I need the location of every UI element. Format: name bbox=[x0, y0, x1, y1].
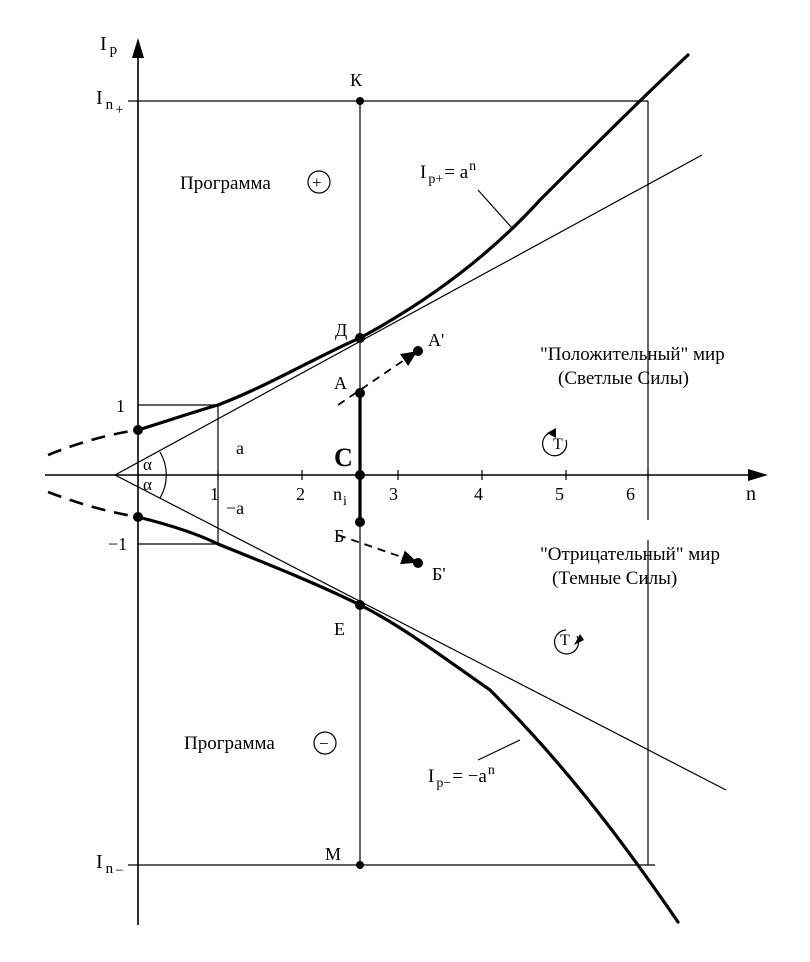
point-a bbox=[355, 388, 365, 398]
point-k bbox=[356, 97, 364, 105]
y-tick-minus-one: −1 bbox=[108, 534, 127, 554]
point-c bbox=[355, 470, 365, 480]
label-a: a bbox=[236, 438, 244, 458]
world-positive-line2: (Светлые Силы) bbox=[558, 368, 689, 389]
label-k: К bbox=[350, 70, 363, 90]
arrow-a-aprime bbox=[337, 350, 418, 406]
curve-plus bbox=[136, 53, 690, 432]
curve-plus-dashed bbox=[47, 428, 139, 457]
curve-minus bbox=[136, 515, 680, 924]
time-positive-label: T bbox=[553, 436, 563, 453]
world-negative-line1: "Отрицательный" мир bbox=[540, 544, 720, 565]
program-minus-label: Программа bbox=[184, 733, 275, 754]
program-plus-circle bbox=[307, 170, 331, 194]
program-minus-symbol: − bbox=[319, 734, 329, 753]
point-bprime bbox=[413, 558, 423, 568]
points bbox=[133, 97, 423, 869]
alpha-upper: α bbox=[143, 455, 152, 474]
label-m: М bbox=[325, 844, 341, 864]
time-negative-label: T bbox=[560, 632, 570, 649]
curve-minus-dashed bbox=[47, 490, 139, 519]
x-tick-3: 3 bbox=[389, 484, 398, 504]
angle-arc bbox=[159, 451, 167, 499]
label-ni: ni bbox=[333, 484, 347, 509]
tangent-line-upper bbox=[114, 154, 703, 476]
point-ym1 bbox=[133, 512, 143, 522]
x-tick-6: 6 bbox=[626, 484, 635, 504]
time-symbol-negative bbox=[554, 629, 584, 655]
unit-box bbox=[138, 404, 219, 545]
label-minus-a: −a bbox=[226, 498, 244, 518]
x-tick-4: 4 bbox=[474, 484, 483, 504]
alpha-lower: α bbox=[143, 475, 152, 494]
point-d bbox=[355, 333, 365, 343]
x-tick-2: 2 bbox=[296, 484, 305, 504]
x-axis-label: n bbox=[746, 483, 756, 505]
world-negative-line2: (Темные Силы) bbox=[552, 568, 677, 589]
label-c: С bbox=[334, 443, 353, 472]
label-a-point: А bbox=[334, 373, 347, 393]
tangent-line-lower bbox=[114, 474, 727, 791]
x-tick-5: 5 bbox=[555, 484, 564, 504]
formula-minus-leader bbox=[477, 739, 521, 761]
x-axis-arrow bbox=[748, 469, 768, 481]
program-minus-circle bbox=[313, 731, 337, 755]
point-m bbox=[356, 861, 364, 869]
point-aprime bbox=[413, 346, 423, 356]
label-b-prime: Б' bbox=[432, 564, 446, 584]
arrow-b-bprime bbox=[337, 534, 418, 565]
formula-plus-leader bbox=[477, 189, 513, 229]
label-b: Б bbox=[334, 526, 344, 546]
point-y1 bbox=[133, 425, 143, 435]
x-tick-1: 1 bbox=[210, 484, 219, 504]
y-axis-arrow bbox=[132, 38, 144, 58]
time-symbol-positive bbox=[542, 428, 568, 457]
world-positive-line1: "Положительный" мир bbox=[540, 344, 725, 365]
point-e bbox=[355, 600, 365, 610]
label-a-prime: А' bbox=[428, 330, 444, 350]
program-plus-label: Программа bbox=[180, 173, 271, 194]
point-b bbox=[355, 517, 365, 527]
label-e: Е bbox=[334, 619, 345, 639]
label-d: Д bbox=[335, 320, 347, 340]
y-tick-plus-one: 1 bbox=[116, 396, 125, 416]
program-plus-symbol: + bbox=[312, 173, 322, 192]
